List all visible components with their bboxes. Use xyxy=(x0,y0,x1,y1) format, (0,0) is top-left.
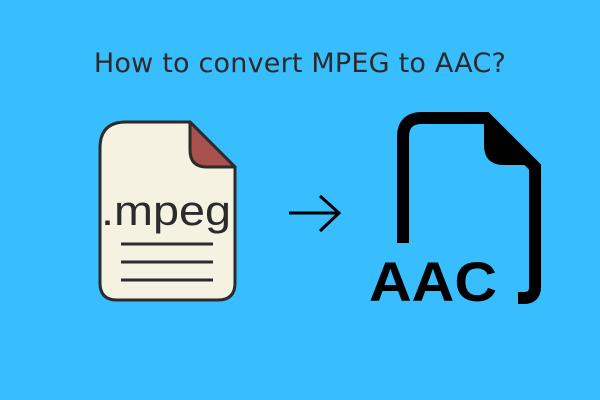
aac-label: AAC xyxy=(369,250,497,313)
aac-file-icon: AAC xyxy=(369,112,541,313)
mpeg-file-icon: .mpeg xyxy=(98,120,237,302)
mpeg-label: .mpeg xyxy=(101,187,231,234)
page-title: How to convert MPEG to AAC? xyxy=(93,48,507,79)
arrow-right-icon xyxy=(289,194,342,233)
